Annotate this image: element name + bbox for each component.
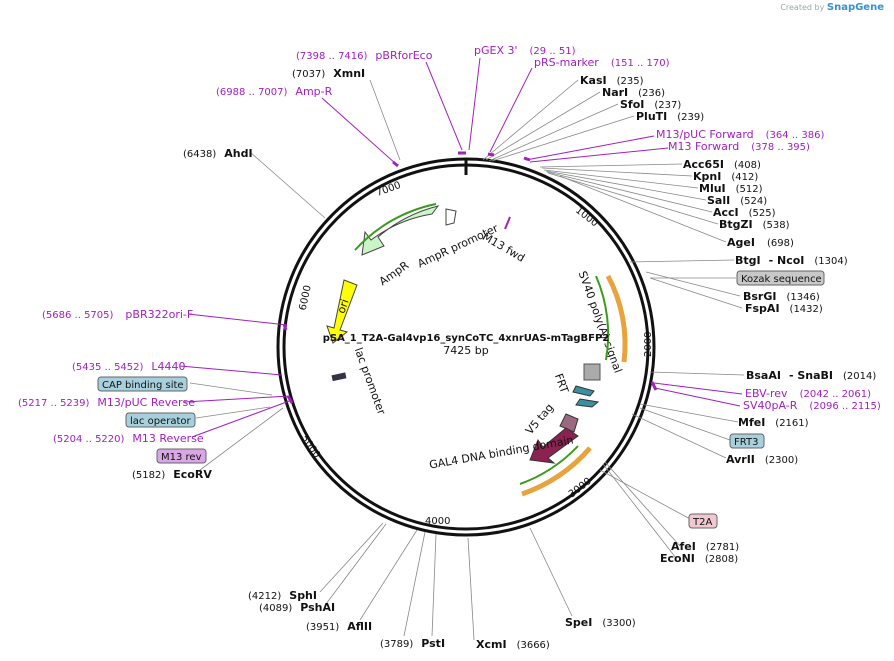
enzyme-xcmi: XcmI(3666) xyxy=(476,638,550,651)
enzyme-bsrgi: BsrGI(1346) xyxy=(743,290,820,303)
enzyme-afei: AfeI(2781) xyxy=(671,540,739,553)
enzyme-agei: AgeI(698) xyxy=(727,236,794,249)
lac-marker xyxy=(331,372,347,382)
backbone-outer xyxy=(276,157,656,537)
enzyme-mfei: MfeI(2161) xyxy=(738,416,809,429)
label-ori: ori xyxy=(335,297,352,315)
enzyme-ecorv: (5182)EcoRV xyxy=(132,468,212,481)
primer-marks xyxy=(282,151,658,404)
svg-text:M13 rev: M13 rev xyxy=(161,452,202,463)
primer-sv40pa-r: SV40pA-R(2096 .. 2115) xyxy=(743,399,881,412)
svg-text:Kozak sequence: Kozak sequence xyxy=(741,274,822,285)
enzyme-sfoi: SfoI(237) xyxy=(620,98,681,111)
enzyme-xmni: (7037)XmnI xyxy=(292,67,365,80)
enzyme-acc65i: Acc65I(408) xyxy=(683,158,761,171)
enzyme-sphi: (4212)SphI xyxy=(248,589,317,602)
tick-5000: 5000 xyxy=(298,433,322,460)
primer-pbrforeco: (7398 .. 7416)pBRforEco xyxy=(296,49,433,62)
enzyme-spei: SpeI(3300) xyxy=(565,616,636,629)
m13fwd-mark xyxy=(504,216,511,230)
frt-arrows xyxy=(572,385,600,408)
primer-m13puc-forward: M13/pUC Forward(364 .. 386) xyxy=(656,128,824,141)
enzyme-sali: SalI(524) xyxy=(707,194,767,207)
primer-pgex3: pGEX 3'(29 .. 51) xyxy=(474,44,576,57)
primer-lines xyxy=(179,57,743,438)
enzyme-acci: AccI(525) xyxy=(713,206,776,219)
primer-ebv-rev: EBV-rev(2042 .. 2061) xyxy=(745,387,871,400)
v5-marker xyxy=(559,413,579,433)
enzyme-kpni: KpnI(412) xyxy=(693,170,758,183)
tick-6000: 6000 xyxy=(298,284,314,311)
feature-lac-operator: lac operator xyxy=(125,412,196,428)
enzyme-bsaai-snabi: BsaAI- SnaBI(2014) xyxy=(746,369,876,382)
enzyme-econi: EcoNI(2808) xyxy=(660,552,738,565)
primer-prs-marker: pRS-marker(151 .. 170) xyxy=(534,56,670,69)
enzyme-pshai: (4089)PshAI xyxy=(259,601,335,614)
gal4-green-arc xyxy=(519,445,579,485)
tick-7000: 7000 xyxy=(375,180,403,199)
plasmid-name: pSA_1_T2A-Gal4vp16_synCoTC_4xnrUAS-mTagB… xyxy=(323,333,610,344)
ampr-inner-line xyxy=(354,203,437,251)
label-m13-fwd: M13 fwd xyxy=(480,230,527,265)
enzyme-mlui: MluI(512) xyxy=(699,182,763,195)
label-v5-tag: V5 tag xyxy=(523,401,556,437)
label-frt: FRT xyxy=(552,372,571,395)
svg-text:lac operator: lac operator xyxy=(130,416,191,427)
enzyme-btgzi: BtgZI(538) xyxy=(719,218,790,231)
svg-text:T2A: T2A xyxy=(692,517,712,528)
gal4-orange-arc xyxy=(521,446,592,497)
enzyme-pluti: PluTI(239) xyxy=(636,110,704,123)
enzyme-aflii: (3951)AflII xyxy=(306,620,372,633)
feature-frt3: FRT3 xyxy=(729,433,765,449)
enzyme-ahdi: (6438)AhdI xyxy=(183,147,253,160)
enzyme-fspai: FspAI(1432) xyxy=(745,302,823,315)
sv40-green-arc xyxy=(595,275,610,361)
enzyme-psti: (3789)PstI xyxy=(380,637,445,650)
enzyme-nari: NarI(236) xyxy=(602,86,665,99)
primer-l4440: (5435 .. 5452)L4440 xyxy=(72,360,186,373)
enzyme-btgi-ncoi: BtgI- NcoI(1304) xyxy=(735,254,848,267)
ampr-arrow xyxy=(361,205,440,256)
primer-pbr322ori-f: (5686 .. 5705)pBR322ori-F xyxy=(42,308,193,321)
primer-m13puc-reverse: (5217 .. 5239)M13/pUC Reverse xyxy=(18,396,195,409)
leader-lines xyxy=(189,79,745,641)
label-lac-promoter: lac promoter xyxy=(352,346,388,417)
tick-2000: 2000 xyxy=(643,332,654,357)
primer-m13-reverse: (5204 .. 5220)M13 Reverse xyxy=(53,432,204,445)
snapgene-watermark: Created by SnapGene xyxy=(780,2,884,13)
ori-arrow xyxy=(326,279,358,344)
enzyme-avrii: AvrII(2300) xyxy=(726,453,798,466)
feature-cap-binding-site: CAP binding site xyxy=(97,376,188,392)
primer-m13-forward: M13 Forward(378 .. 395) xyxy=(668,140,810,153)
feature-kozak: Kozak sequence xyxy=(736,270,825,286)
primer-amp-r: (6988 .. 7007)Amp-R xyxy=(216,85,333,98)
plasmid-length: 7425 bp xyxy=(443,344,488,357)
label-ampr-promoter: AmpR promoter xyxy=(415,222,500,271)
svg-text:CAP binding site: CAP binding site xyxy=(102,380,184,391)
feature-t2a: T2A xyxy=(688,513,718,529)
feature-m13-rev: M13 rev xyxy=(156,448,207,464)
svg-text:FRT3: FRT3 xyxy=(734,437,758,448)
tick-4000: 4000 xyxy=(425,516,450,527)
ampr-promoter-arrow xyxy=(445,208,457,226)
sv40-orange-arc xyxy=(605,274,628,363)
frt-box xyxy=(583,363,601,381)
label-ampr: AmpR xyxy=(377,259,412,289)
gal4-arrow xyxy=(529,427,579,464)
enzyme-kasi: KasI(235) xyxy=(580,74,644,87)
